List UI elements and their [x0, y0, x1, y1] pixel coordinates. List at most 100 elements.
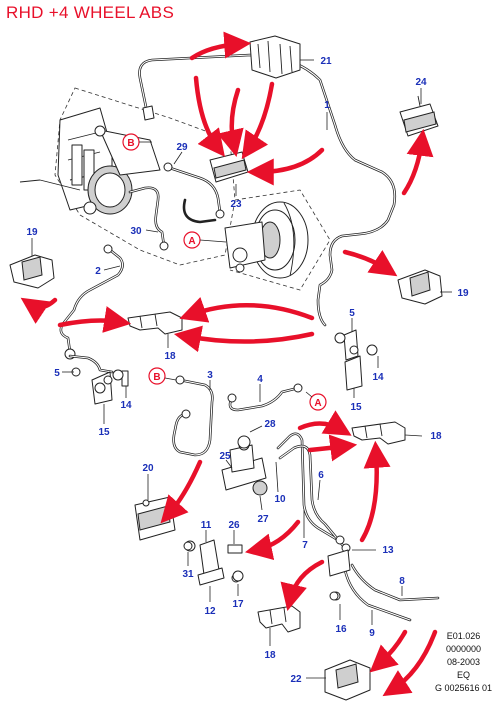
ref-code-2: 0000000 [445, 644, 481, 654]
brake-pipe-4 [227, 383, 303, 412]
svg-text:5: 5 [54, 368, 60, 379]
callout-18-bottom: 18 [264, 628, 276, 661]
reference-marker-a-bottom: A [305, 391, 327, 411]
callout-10: 10 [274, 461, 286, 505]
callout-18-right: 18 [404, 431, 442, 442]
svg-text:12: 12 [204, 606, 216, 617]
brake-pipe-29 [163, 162, 225, 224]
reference-marker-b-top: B [122, 133, 152, 151]
callout-8: 8 [399, 576, 405, 596]
callout-21: 21 [300, 56, 332, 67]
svg-text:27: 27 [257, 514, 269, 525]
bracket-15-right [343, 329, 377, 391]
svg-text:1: 1 [324, 100, 330, 111]
svg-text:14: 14 [372, 372, 384, 383]
connector-23 [209, 151, 249, 183]
svg-text:19: 19 [26, 227, 38, 238]
callout-29: 29 [173, 142, 188, 165]
callout-24: 24 [415, 77, 427, 104]
callout-15-left: 15 [98, 404, 110, 438]
callout-31: 31 [182, 552, 194, 580]
svg-text:6: 6 [318, 470, 324, 481]
svg-text:23: 23 [230, 199, 242, 210]
ref-code-1: E01.026 [446, 631, 481, 641]
callout-13: 13 [352, 545, 394, 556]
svg-text:18: 18 [264, 650, 276, 661]
svg-text:7: 7 [302, 540, 308, 551]
connector-24 [399, 95, 439, 137]
svg-text:20: 20 [142, 463, 154, 474]
callout-14-right: 14 [372, 356, 384, 383]
diagram-title: RHD +4 WHEEL ABS [6, 3, 175, 22]
clip-19-left [9, 254, 55, 289]
clip-21 [249, 35, 301, 79]
fasteners [71, 332, 378, 601]
brake-pipe-6-7 [276, 432, 351, 553]
reference-marker-b-bottom: B [148, 367, 177, 385]
callout-28: 28 [249, 419, 276, 433]
callout-5-left: 5 [54, 368, 74, 379]
svg-text:30: 30 [130, 226, 142, 237]
brake-pipe-left-lower [68, 354, 129, 405]
ref-code-5: G 0025616 01 [434, 683, 492, 693]
module-20 [134, 496, 176, 541]
callout-17: 17 [232, 584, 244, 610]
clip-19-right [397, 269, 443, 305]
callout-18-centre: 18 [164, 334, 176, 362]
callout-6: 6 [317, 470, 324, 501]
svg-text:8: 8 [399, 576, 405, 587]
callout-19-right: 19 [440, 288, 469, 299]
ref-code-3: 08-2003 [446, 657, 480, 667]
callout-2: 2 [95, 265, 121, 277]
brake-pipe-2 [59, 244, 124, 360]
callout-4: 4 [257, 374, 263, 402]
svg-text:26: 26 [228, 520, 240, 531]
callout-26: 26 [228, 520, 240, 544]
callout-11: 11 [201, 520, 212, 542]
brake-pipe-30 [128, 186, 169, 251]
svg-text:15: 15 [98, 427, 110, 438]
svg-text:3: 3 [207, 370, 213, 381]
svg-text:10: 10 [274, 494, 286, 505]
callout-25: 25 [219, 451, 233, 469]
svg-text:14: 14 [120, 400, 132, 411]
brake-pipe-3 [172, 375, 214, 457]
callout-30: 30 [130, 226, 159, 237]
callout-9: 9 [369, 610, 375, 639]
reference-marker-a-top: A [183, 231, 227, 249]
callout-14-left: 14 [120, 386, 132, 411]
clip-18-bottom [257, 605, 301, 633]
svg-text:5: 5 [349, 308, 355, 319]
reference-codes: E01.026 0000000 08-2003 EQ G 0025616 01 [435, 630, 492, 695]
callout-7: 7 [302, 510, 308, 551]
brake-booster [224, 189, 331, 291]
callout-27: 27 [257, 495, 269, 525]
callout-5-right: 5 [349, 308, 355, 332]
brake-pipe-8-9 [343, 563, 440, 622]
clip-18-centre [127, 311, 183, 335]
svg-text:17: 17 [232, 599, 244, 610]
assembly-arrows [20, 31, 438, 697]
svg-text:25: 25 [219, 451, 231, 462]
svg-text:B: B [153, 372, 160, 383]
abs-hydraulic-unit [19, 87, 236, 266]
callout-1: 1 [324, 100, 330, 130]
svg-text:B: B [127, 138, 134, 149]
svg-text:13: 13 [382, 545, 394, 556]
callout-15-right: 15 [350, 388, 362, 413]
svg-text:22: 22 [290, 674, 302, 685]
svg-text:9: 9 [369, 628, 375, 639]
clip-18-right [351, 421, 406, 445]
svg-text:24: 24 [415, 77, 427, 88]
svg-text:2: 2 [95, 266, 101, 277]
ref-code-4: EQ [456, 670, 470, 680]
callout-20: 20 [142, 463, 154, 500]
svg-text:31: 31 [182, 569, 194, 580]
svg-text:16: 16 [335, 624, 347, 635]
callout-22: 22 [290, 674, 326, 685]
svg-text:21: 21 [320, 56, 332, 67]
clip-22 [324, 659, 371, 701]
callout-3: 3 [207, 370, 213, 390]
svg-text:28: 28 [264, 419, 276, 430]
